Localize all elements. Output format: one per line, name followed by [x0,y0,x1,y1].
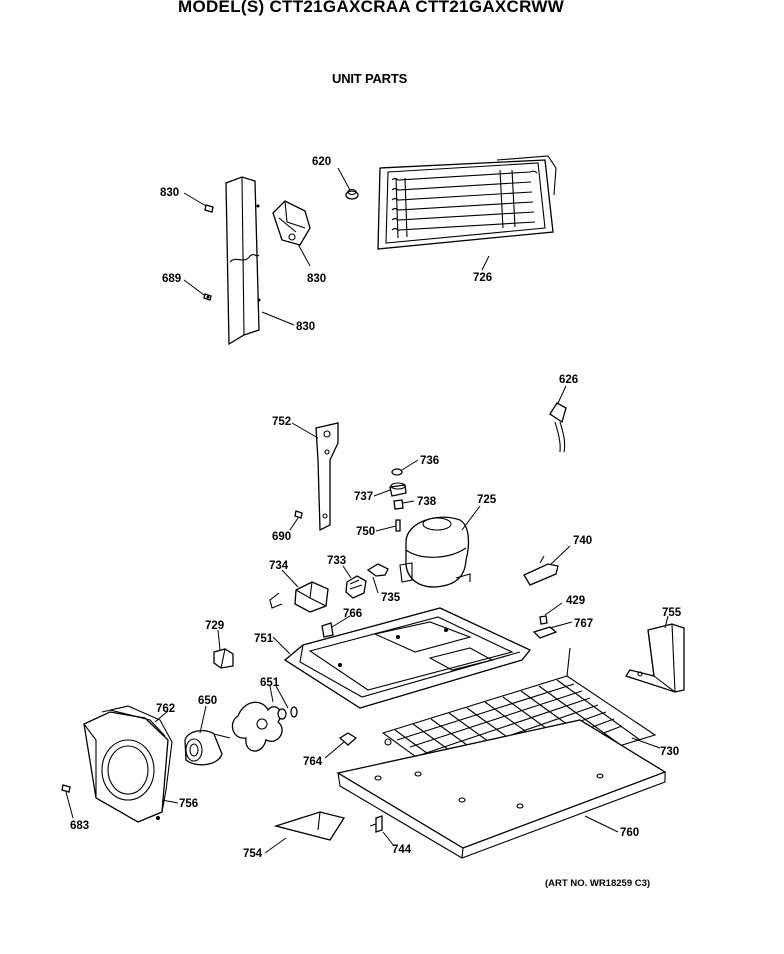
callout-650: 650 [198,695,217,707]
callout-751: 751 [254,633,274,645]
callout-725: 725 [477,494,497,506]
fan-motor-part [184,729,231,766]
callout-756: 756 [179,798,198,810]
bracket-part [272,200,311,246]
callout-733: 733 [327,555,346,567]
callout-738: 738 [417,496,437,508]
section-title: UNIT PARTS [332,71,408,86]
screw-part [203,293,212,301]
callout-683: 683 [70,820,89,832]
compressor-mount-parts [389,468,407,532]
screw-part [294,510,303,519]
compressor-part [399,516,471,588]
fan-blade-part [231,701,298,752]
callout-744: 744 [392,844,412,856]
callout-729: 729 [205,620,224,632]
tube-part [523,555,559,586]
bracket-part [315,422,339,532]
callout-830: 830 [296,321,315,333]
fan-shroud-part [83,705,173,823]
bracket-part [273,811,346,841]
screw-part [204,204,214,213]
callout-764: 764 [303,756,323,768]
callout-767: 767 [574,618,593,630]
callout-754: 754 [243,848,263,860]
callout-736: 736 [420,455,439,467]
callout-651: 651 [260,677,280,689]
drain-pan-part [336,719,667,859]
callout-726: 726 [473,272,492,284]
callout-689: 689 [162,273,181,285]
channel-part [225,176,261,346]
screw-part [61,784,71,793]
callout-762: 762 [156,703,175,715]
callout-429: 429 [566,595,585,607]
callout-737: 737 [354,491,373,503]
angle-bracket-part [624,623,685,693]
harness-part [549,402,567,453]
relay-part [269,581,329,613]
callout-626: 626 [559,374,578,386]
callout-755: 755 [662,607,682,619]
callout-830: 830 [160,187,179,199]
callout-labels: 830 689 830 830 620 726 626 752 736 737 … [70,156,682,860]
page-title: MODEL(S) CTT21GAXCRAA CTT21GAXCRWW [178,0,565,16]
callout-620: 620 [312,156,331,168]
callout-830: 830 [307,273,326,285]
clip-part [366,563,389,577]
base-pan-part [283,607,532,709]
callout-760: 760 [620,827,639,839]
clip-part [321,622,334,638]
leader-lines [65,167,669,854]
callout-740: 740 [573,535,592,547]
callout-735: 735 [381,592,401,604]
capacitor-part [213,648,234,669]
clip-part [338,732,358,746]
art-number: (ART NO. WR18259 C3) [545,878,651,889]
callout-750: 750 [356,526,375,538]
overload-part [345,575,367,599]
callout-730: 730 [660,746,679,758]
clip-part [369,815,383,833]
callout-734: 734 [269,560,289,572]
callout-690: 690 [272,531,291,543]
grommet-part [345,188,359,200]
callout-766: 766 [343,608,362,620]
screw-part [532,615,558,639]
condenser-part [377,155,557,250]
callout-752: 752 [272,416,291,428]
